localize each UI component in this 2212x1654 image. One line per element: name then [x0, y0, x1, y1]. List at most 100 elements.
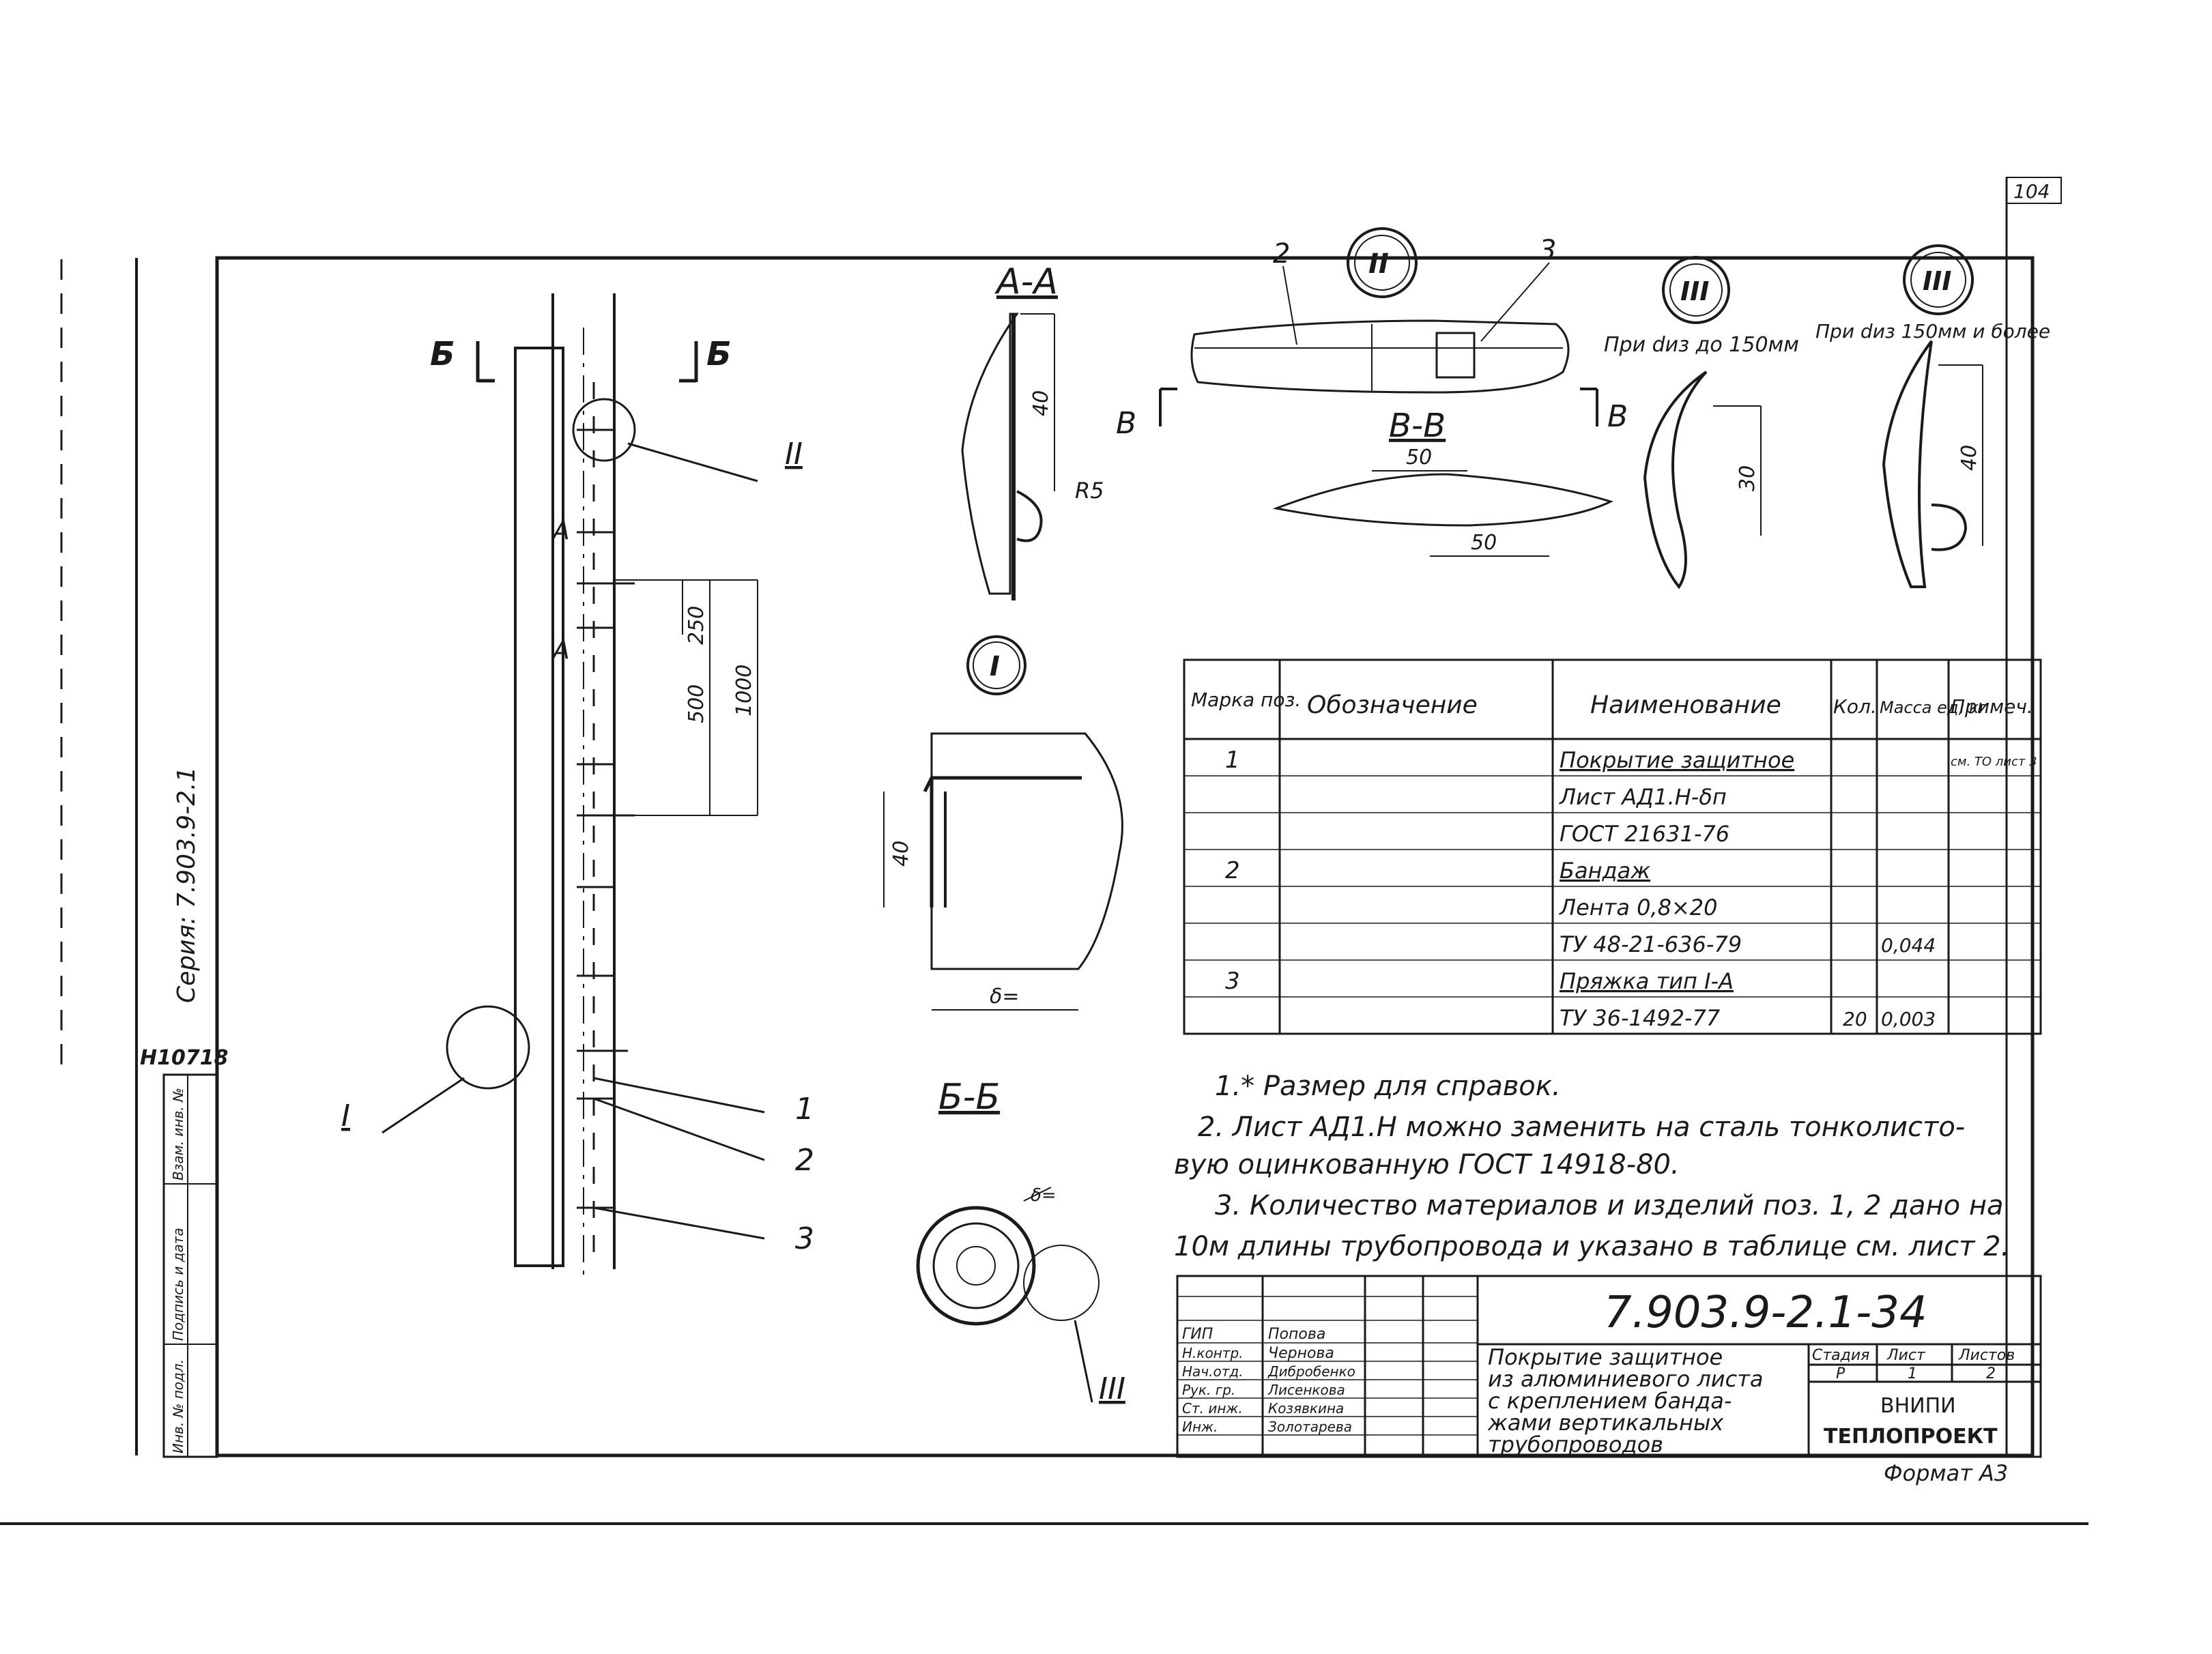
detail-iii-small: III При dиз до 150мм 30 — [1604, 256, 1799, 590]
cut-label-right: Б — [706, 335, 732, 373]
th-note: Примеч. — [1951, 695, 2033, 718]
page-number: 104 — [2013, 180, 2050, 203]
detail-i: I 40 δ= — [883, 635, 1123, 1011]
detail-iii-large-dim: 40 — [1957, 445, 1981, 471]
cell-r2-name: ГОСТ 21631-76 — [1560, 821, 1729, 847]
doc-title-line-2: из алюминиевого листа — [1488, 1366, 1763, 1392]
section-aa: А-А 40 R5 — [961, 261, 1104, 600]
th-mark: Марка поз. — [1191, 688, 1301, 711]
sheet-format: Формат А3 — [1884, 1460, 2008, 1486]
detail-iii-large-note: При dиз 150мм и более — [1815, 320, 2050, 343]
sheets-value: 2 — [1986, 1365, 1996, 1382]
section-aa-dim-r5: R5 — [1075, 478, 1104, 504]
stamp-signature-date: Подпись и дата — [170, 1228, 186, 1341]
sig-name-5: Золотарева — [1268, 1419, 1352, 1435]
detail-iii-large-tag: III — [1923, 266, 1951, 296]
cell-r6-mark: 3 — [1225, 968, 1240, 995]
stage-value: Р — [1836, 1365, 1845, 1382]
sig-role-4: Ст. инж. — [1182, 1400, 1243, 1417]
sig-name-1: Чернова — [1268, 1345, 1334, 1362]
th-name: Наименование — [1590, 691, 1781, 719]
detail-ii: II 2 3 В В — [1116, 227, 1628, 441]
cell-r0-name: Покрытие защитное — [1560, 747, 1794, 773]
sig-role-5: Инж. — [1182, 1419, 1218, 1435]
cell-r7-qty: 20 — [1843, 1008, 1867, 1030]
cell-r0-mark: 1 — [1225, 746, 1240, 774]
detail-ii-cut-left: В — [1116, 406, 1136, 441]
detail-i-dim-thickness: δ= — [990, 985, 1020, 1009]
organization-line-1: ВНИПИ — [1880, 1394, 1956, 1418]
notes: 1.* Размер для справок. 2. Лист АД1.Н мо… — [1174, 1071, 2009, 1262]
detail-iii-large: III При dиз 150мм и более 40 — [1815, 244, 2050, 588]
doc-title-line-4: жами вертикальных — [1487, 1410, 1724, 1436]
note-3b: 10м длины трубопровода и указано в табли… — [1174, 1231, 2009, 1262]
cell-r7-name: ТУ 36-1492-77 — [1560, 1005, 1721, 1031]
side-stamp: Серия: 7.903.9-2.1 Н10718 Инв. № подл. П… — [140, 767, 228, 1458]
doc-title-line-5: трубопроводов — [1488, 1432, 1663, 1457]
detail-iii-small-tag: III — [1680, 276, 1709, 306]
cell-r3-name: Бандаж — [1560, 858, 1650, 884]
section-bb-title: Б-Б — [938, 1077, 1000, 1118]
note-2b: вую оцинкованную ГОСТ 14918-80. — [1174, 1149, 1680, 1180]
sig-name-4: Козявкина — [1268, 1400, 1344, 1417]
organization-line-2: ТЕПЛОПРОЕКТ — [1824, 1425, 1998, 1449]
section-mark-a-upper: А — [551, 517, 570, 545]
stamp-replacement-inv: Взам. инв. № — [170, 1088, 186, 1180]
section-vv: В-В 50 50 — [1272, 407, 1614, 557]
detail-i-dim-40: 40 — [889, 841, 913, 867]
note-1: 1.* Размер для справок. — [1215, 1071, 1561, 1102]
th-qty: Кол. — [1833, 695, 1877, 718]
detail-i-tag: I — [990, 651, 1000, 682]
sheet-value: 1 — [1908, 1365, 1917, 1382]
cell-r6-name: Пряжка тип I-А — [1560, 968, 1734, 994]
callout-pos-2: 2 — [795, 1143, 814, 1178]
section-mark-a-lower: А — [551, 637, 570, 665]
sig-role-3: Рук. гр. — [1182, 1382, 1235, 1398]
archive-number: Н10718 — [140, 1046, 228, 1070]
sheets-header: Листов — [1958, 1347, 2015, 1364]
dim-1000: 1000 — [732, 665, 756, 716]
detail-ii-callout-3: 3 — [1539, 235, 1556, 266]
detail-iii-small-dim: 30 — [1736, 465, 1759, 491]
section-vv-title: В-В — [1389, 407, 1446, 445]
detail-ii-callout-2: 2 — [1273, 238, 1290, 270]
detail-iii-small-note: При dиз до 150мм — [1604, 333, 1799, 357]
cell-r4-name: Лента 0,8×20 — [1559, 895, 1718, 920]
section-bb-callout-iii: III — [1099, 1372, 1125, 1406]
note-3a: 3. Количество материалов и изделий поз. … — [1215, 1190, 2004, 1221]
section-aa-dim-40: 40 — [1029, 390, 1053, 416]
callout-pos-1: 1 — [795, 1092, 814, 1127]
stage-header: Стадия — [1812, 1347, 1869, 1364]
sig-name-2: Дибробенко — [1267, 1363, 1355, 1380]
sig-role-0: ГИП — [1182, 1326, 1213, 1343]
th-designation: Обозначение — [1307, 691, 1478, 719]
section-aa-title: А-А — [994, 261, 1058, 302]
sig-role-2: Нач.отд. — [1182, 1363, 1244, 1380]
section-bb-dim-thickness: δ= — [1031, 1185, 1057, 1206]
title-block: 7.903.9-2.1-34 ГИП Попова Н.контр. Черно… — [1176, 1275, 2042, 1458]
dim-500: 500 — [685, 684, 708, 723]
doc-title-line-3: с креплением банда- — [1488, 1388, 1732, 1414]
cell-r0-note: см. ТО лист 3 — [1951, 755, 2037, 769]
spec-table: Марка поз. Обозначение Наименование Кол.… — [1183, 658, 2042, 1035]
note-2a: 2. Лист АД1.Н можно заменить на сталь то… — [1198, 1112, 1965, 1143]
section-bb: Б-Б δ= III — [916, 1077, 1125, 1406]
detail-ii-cut-right: В — [1607, 399, 1628, 434]
sheet-frame: 104 — [0, 177, 2088, 1525]
cell-r5-mass: 0,044 — [1881, 934, 1936, 957]
main-pipe-view: Б Б А А 250 500 1000 II I 1 2 3 — [341, 293, 814, 1276]
th-mass: Масса ед, кг — [1880, 698, 1987, 717]
series-label: Серия: 7.903.9-2.1 — [173, 767, 201, 1003]
doc-title-line-1: Покрытие защитное — [1488, 1344, 1723, 1370]
cell-r3-mark: 2 — [1225, 857, 1240, 884]
designation: 7.903.9-2.1-34 — [1604, 1288, 1927, 1338]
cell-r5-name: ТУ 48-21-636-79 — [1560, 931, 1742, 957]
detail-ii-tag: II — [1368, 248, 1389, 280]
cell-r1-name: Лист АД1.Н-δп — [1559, 784, 1727, 810]
callout-pos-3: 3 — [795, 1221, 814, 1256]
section-vv-dim-50-lower: 50 — [1471, 531, 1497, 555]
dim-250: 250 — [685, 606, 708, 645]
callout-detail-i: I — [341, 1099, 350, 1133]
sig-name-3: Лисенкова — [1267, 1382, 1345, 1398]
